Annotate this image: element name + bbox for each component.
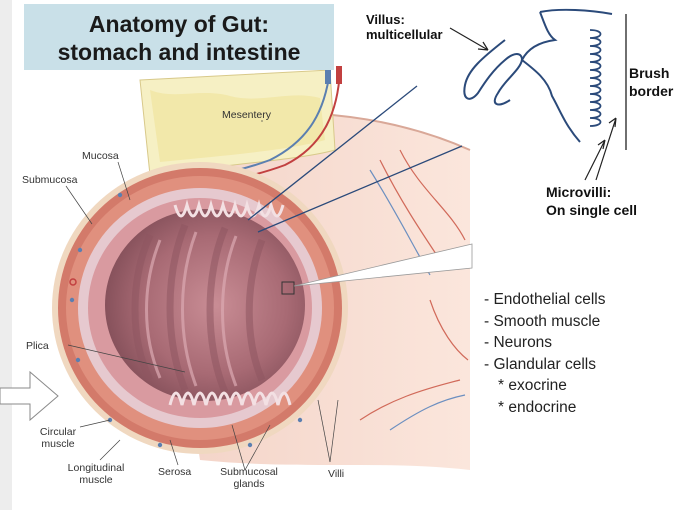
list-item: * exocrine [498,377,567,394]
label-submucosal-glands: Submucosal glands [214,466,284,490]
label-villi: Villi [328,468,345,480]
villus-pointer-arrow [449,27,489,51]
villus-sketch [463,39,524,106]
title-box: Anatomy of Gut: stomach and intestine [24,4,334,70]
cell-types-list: - Endothelial cells - Smooth muscle - Ne… [484,289,605,418]
vessel-stub-blue [325,66,331,84]
label-longitudinal-muscle-line-1: Longitudinal [67,462,125,474]
zoom-wedge [293,243,473,287]
label-longitudinal-muscle-line-2: muscle [79,474,113,486]
list-item: - Neurons [484,334,553,351]
surface-vessels [359,149,469,421]
label-submucosal-glands-line-2: glands [233,478,265,490]
label-circular-muscle-line-1: Circular [39,426,77,438]
slide-title-line-2: stomach and intestine [57,39,301,65]
label-leaders [65,120,339,471]
mesentery-fat-lobes [150,90,325,162]
label-mesentery: Mesentery [222,109,272,121]
plicae-folds [131,223,266,394]
annotation-brush-border: Brush border [629,64,673,100]
label-serosa: Serosa [158,466,192,478]
artery-dot [69,278,77,286]
label-mucosa: Mucosa [82,150,119,162]
annotation-villus-line-2: multicellular [366,27,443,42]
villi-top [173,199,285,218]
annotation-microvilli-line-1: Microvilli: [546,184,612,200]
annotation-microvilli: Microvilli: On single cell [546,183,637,219]
label-longitudinal-muscle: Longitudinal muscle [56,462,136,486]
annotation-villus-line-1: Villus: [366,12,405,27]
list-item: - Smooth muscle [484,312,601,330]
annotation-line-1 [247,85,418,221]
wall-vessel-dots [69,192,303,448]
annotation-brush-border-line-1: Brush [629,65,670,81]
villi-bottom [168,391,292,406]
label-submucosa: Submucosa [22,174,78,186]
left-arrow [0,370,59,422]
label-plica: Plica [26,340,49,352]
list-item: - Glandular cells [484,355,596,373]
label-circular-muscle: Circular muscle [30,426,86,450]
plicae-highlights [145,231,238,387]
annotation-microvilli-line-2: On single cell [546,202,638,218]
microvilli-coils [589,29,602,127]
microvilli-pointer-arrows [584,117,617,181]
list-item: - Endothelial cells [484,291,606,308]
cell-sketch-outline [520,8,613,143]
region-marker [281,281,295,295]
left-margin [0,0,12,510]
slide-title-line-1: Anatomy of Gut: [88,11,270,37]
label-circular-muscle-line-2: muscle [41,438,75,450]
list-item: * endocrine [498,398,577,416]
label-submucosal-glands-line-1: Submucosal [220,466,278,478]
annotation-villus: Villus: multicellular [366,12,443,42]
annotation-brush-border-line-2: border [629,83,674,99]
vessel-stub-red [336,66,342,84]
annotation-line-2 [257,145,463,233]
